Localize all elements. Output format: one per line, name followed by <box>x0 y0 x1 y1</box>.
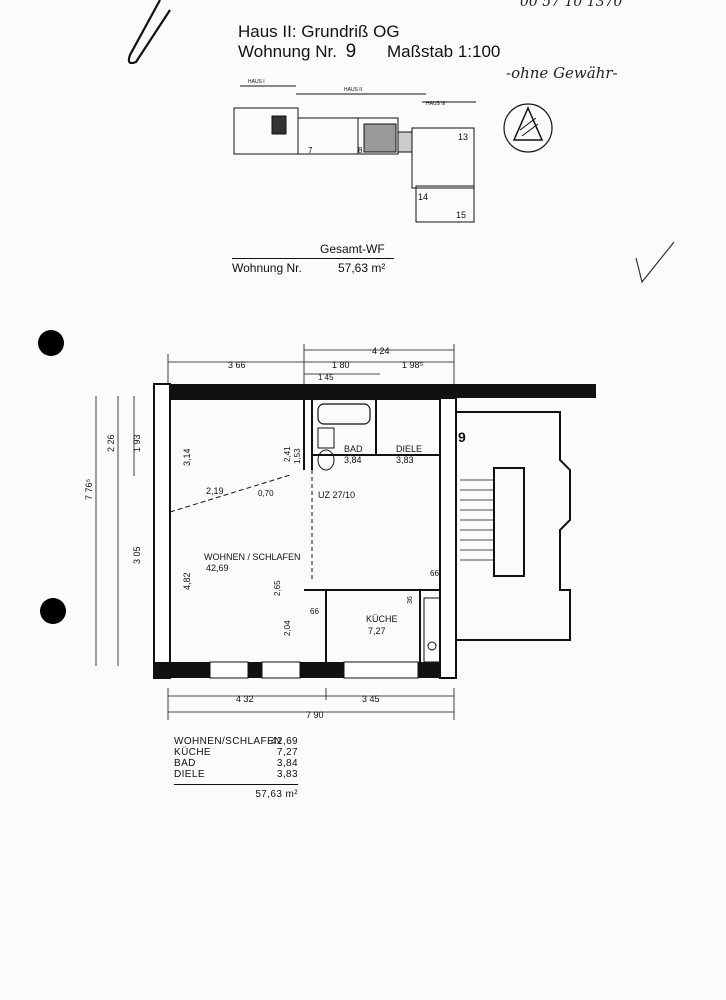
room-label-kueche: KÜCHE <box>366 614 398 624</box>
room-label-bad: BAD <box>344 444 363 454</box>
summary-value: 3,84 <box>276 758 298 769</box>
dim-bottom-1: 3 45 <box>362 694 380 704</box>
room-area-wohnen: 42,69 <box>206 563 229 573</box>
area-summary: WOHNEN/SCHLAFEN 42,69 KÜCHE 7,27 BAD 3,8… <box>174 736 298 803</box>
plan-title: Haus II: Grundriß OG <box>238 22 400 41</box>
room-label-diele: DIELE <box>396 444 422 454</box>
site-label-haus-2: HAUS II <box>344 87 362 93</box>
summary-row: WOHNEN/SCHLAFEN 42,69 <box>174 736 298 747</box>
site-unit-15: 15 <box>456 210 466 220</box>
dim-top-0: 3 66 <box>228 360 246 370</box>
dim-top-1: 4 24 <box>372 346 390 356</box>
dim-interior-8: 66 <box>310 607 319 616</box>
unit-title: Wohnung Nr. 9 Maßstab 1:100 <box>238 42 500 62</box>
dim-interior-4: 2,41 <box>283 446 292 462</box>
dim-top-4: 1 45 <box>318 373 334 382</box>
dim-interior-1: 4,82 <box>182 572 192 590</box>
site-label-haus-1: HAUS I <box>248 79 265 85</box>
dim-bottom-0: 4 32 <box>236 694 254 704</box>
dim-top-3: 1 98⁵ <box>402 360 424 370</box>
dim-left-3: 3 05 <box>132 546 142 564</box>
area-rule <box>232 258 394 259</box>
dim-left-0: 7 76⁵ <box>84 478 94 500</box>
handwritten-disclaimer: -ohne Gewähr- <box>506 64 618 82</box>
unit-label: Wohnung Nr. <box>238 42 337 61</box>
summary-value: 42,69 <box>270 736 298 747</box>
room-area-bad: 3,84 <box>344 455 362 465</box>
summary-value: 3,83 <box>276 769 298 780</box>
summary-total: 57,63 m² <box>174 789 298 803</box>
punch-hole-bottom <box>40 598 66 624</box>
summary-label: DIELE <box>174 769 205 780</box>
room-area-diele: 3,83 <box>396 455 414 465</box>
dim-interior-10: 36 <box>407 596 414 604</box>
site-unit-7: 7 <box>308 146 313 155</box>
site-label-haus-3: HAUS III <box>426 101 445 107</box>
summary-value: 7,27 <box>276 747 298 758</box>
north-arrow-icon <box>503 103 553 153</box>
dim-interior-2: 2,19 <box>206 486 224 496</box>
site-unit-8: 8 <box>358 146 363 155</box>
site-plan: HAUS I HAUS II HAUS III 7 8 13 14 15 <box>233 79 476 223</box>
room-label-wohnen: WOHNEN / SCHLAFEN <box>204 552 301 562</box>
dim-interior-3: 0,70 <box>258 489 274 498</box>
unit-number: 9 <box>345 41 357 62</box>
dim-interior-0: 3,14 <box>182 448 192 466</box>
dim-interior-6: 2,65 <box>273 580 282 596</box>
dim-interior-5: 1,53 <box>293 448 302 464</box>
dim-interior-9: 66 <box>430 569 439 578</box>
dim-top-2: 1 80 <box>332 360 350 370</box>
summary-label: KÜCHE <box>174 747 212 758</box>
dim-left-2: 1 93 <box>132 434 142 452</box>
door-note: UZ 27/10 <box>318 490 355 500</box>
summary-row: DIELE 3,83 <box>174 769 298 780</box>
paper-clip-mark <box>127 0 171 65</box>
plan-scale: Maßstab 1:100 <box>386 42 501 61</box>
summary-total-value: 57,63 m² <box>255 789 298 800</box>
site-unit-13: 13 <box>458 132 468 142</box>
site-unit-14: 14 <box>418 192 428 202</box>
summary-label: BAD <box>174 758 196 769</box>
dim-bottom-2: 7 90 <box>306 710 324 720</box>
punch-hole-top <box>38 330 64 356</box>
area-heading: Gesamt-WF <box>320 242 385 256</box>
area-value: 57,63 m² <box>338 261 386 275</box>
summary-rule <box>174 784 298 785</box>
summary-row: KÜCHE 7,27 <box>174 747 298 758</box>
summary-row: BAD 3,84 <box>174 758 298 769</box>
handwritten-reference: 00 57 10 1370 <box>520 0 623 10</box>
room-area-kueche: 7,27 <box>368 626 386 636</box>
summary-label: WOHNEN/SCHLAFEN <box>174 736 282 747</box>
area-label: Wohnung Nr. <box>232 261 302 275</box>
plan-unit-number: 9 <box>458 429 466 445</box>
dim-interior-7: 2,04 <box>283 620 292 636</box>
dim-left-1: 2 26 <box>106 434 116 452</box>
handwritten-check <box>635 241 675 284</box>
